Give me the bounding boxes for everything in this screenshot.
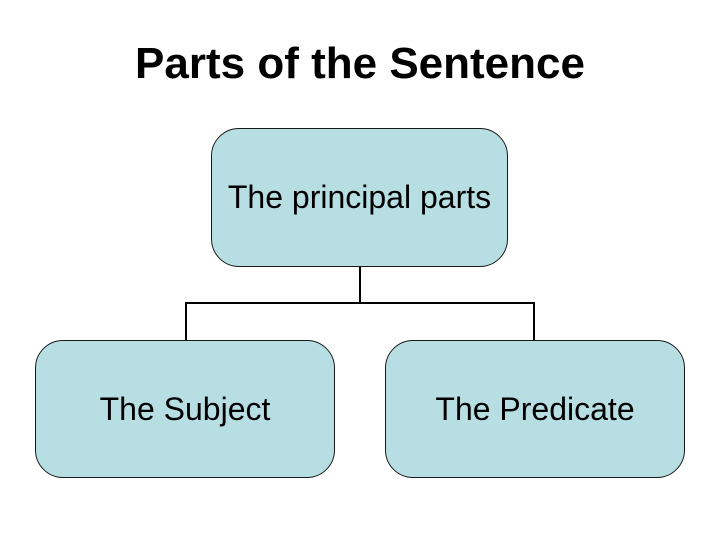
node-label: The principal parts [227,179,492,215]
connector-right-drop [533,302,535,340]
connector-stem [359,267,361,303]
node-principal-parts: The principal parts [211,128,508,267]
connector-horizontal-bar [185,302,535,304]
node-label: The Predicate [435,390,635,427]
node-label: The Subject [99,390,271,427]
node-subject: The Subject [35,340,335,478]
slide-title: Parts of the Sentence [135,39,585,88]
node-predicate: The Predicate [385,340,685,478]
connector-left-drop [185,302,187,340]
